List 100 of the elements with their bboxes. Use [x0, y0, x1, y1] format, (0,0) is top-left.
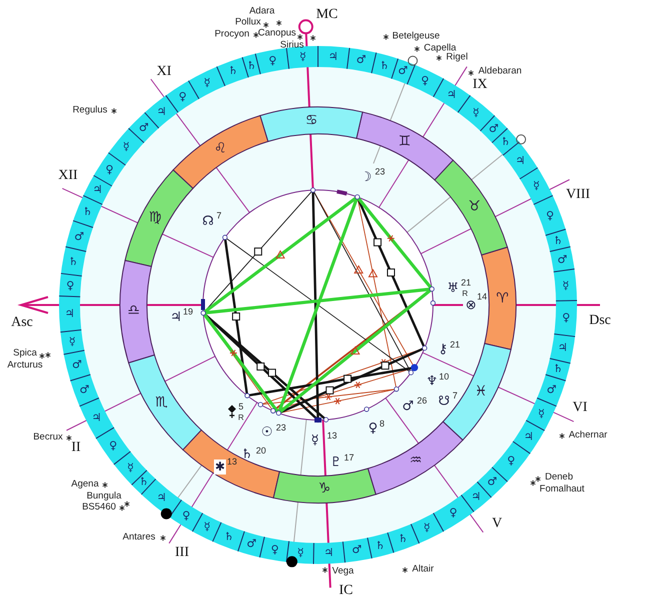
zodiac-sign-band [119, 259, 156, 364]
degree-number: 21 [450, 340, 460, 350]
retrograde-mark: R [462, 290, 468, 298]
term-ruler-symbol: ♄ [82, 205, 93, 219]
zodiac-sign-band [124, 168, 194, 268]
term-ruler-symbol: ♀ [178, 90, 187, 104]
planet-symbol: ♄ [241, 446, 253, 464]
term-ruler-symbol: ♂ [138, 120, 149, 135]
degree-number: 7 [452, 392, 458, 400]
degree-number: 23 [375, 168, 385, 176]
degree-number: 20 [256, 446, 266, 456]
planet-symbol: ☉ [261, 424, 273, 442]
planet-symbol: ♇ [330, 454, 342, 472]
zodiac-sign-band [366, 420, 464, 496]
planet-symbol: ♃ [170, 310, 182, 326]
term-ruler-symbol: ♄ [224, 530, 234, 544]
star-name: Pollux [235, 17, 261, 27]
degree-number: 10 [439, 372, 449, 382]
term-ruler-symbol: ♀ [507, 454, 516, 468]
term-ruler-symbol: ♄ [553, 234, 563, 248]
term-ruler-symbol: ♀ [562, 311, 570, 325]
star-name: Rigel [446, 52, 468, 62]
term-ruler-symbol: ♃ [156, 105, 167, 119]
star-name: Fomalhaut [540, 484, 584, 494]
term-ruler-symbol: ♂ [398, 64, 408, 78]
term-ruler-symbol: ♄ [500, 135, 510, 149]
sign-symbol: ♎ [127, 302, 140, 320]
term-ruler-symbol: ♄ [398, 532, 408, 546]
term-ruler-symbol: ♂ [80, 383, 90, 397]
degree-number: 7 [216, 212, 222, 220]
house-number: XII [58, 169, 78, 183]
term-ruler-symbol: ♄ [68, 254, 78, 269]
degree-number: 26 [417, 396, 427, 406]
angle-label: MC [316, 8, 338, 22]
sign-symbol: ♈ [496, 290, 509, 308]
term-ruler-symbol: ♃ [328, 50, 338, 64]
sign-symbol: ♋ [305, 112, 318, 130]
star-name: Altair [412, 564, 434, 574]
term-ruler-symbol: ☿ [122, 140, 130, 154]
term-ruler-symbol: ♄ [375, 538, 386, 552]
star-name: Capella [424, 43, 456, 53]
degree-number: 13 [227, 458, 237, 466]
term-ruler-symbol: ♂ [74, 230, 84, 244]
term-ruler-symbol: ♃ [446, 88, 456, 102]
term-ruler-symbol: ♀ [449, 506, 458, 520]
term-ruler-symbol: ♃ [524, 430, 534, 444]
star-name: Agena [71, 479, 99, 489]
term-ruler-symbol: ♂ [356, 53, 366, 68]
term-ruler-symbol: ♃ [471, 490, 481, 504]
term-ruler-symbol: ♃ [324, 546, 334, 560]
degree-number: 14 [477, 292, 487, 302]
zodiac-sign-band [355, 111, 455, 181]
degree-number: 23 [276, 424, 286, 432]
angle-label: Asc [11, 316, 33, 330]
star-name: Sirius [280, 40, 304, 50]
planet-symbol: ✱ [214, 460, 226, 474]
term-ruler-symbol: ☿ [533, 180, 540, 194]
term-ruler-symbol: ♀ [106, 162, 114, 177]
sign-symbol: ♑ [318, 480, 331, 498]
star-name: Achernar [568, 430, 608, 440]
term-ruler-symbol: ☿ [297, 546, 304, 560]
house-number: III [175, 546, 189, 560]
degree-number: 13 [327, 432, 337, 440]
term-ruler-symbol: ☿ [424, 521, 430, 536]
house-number: II [71, 441, 81, 455]
zodiac-sign-band [272, 467, 377, 504]
sign-symbol: ♒ [409, 452, 422, 470]
house-number: XI [156, 65, 172, 79]
star-name: Canopus [258, 28, 296, 38]
planet-symbol: ♅ [447, 280, 459, 298]
star-name: Aldebaran [478, 66, 522, 76]
sign-symbol: ♌ [214, 140, 226, 158]
planet-symbol: ⚷ [438, 342, 448, 358]
term-ruler-symbol: ♃ [515, 154, 526, 168]
degree-number: 17 [344, 454, 354, 462]
term-ruler-symbol: ☿ [538, 407, 545, 421]
term-ruler-symbol: ♂ [557, 252, 568, 267]
planet-symbol: ♂ [402, 398, 414, 416]
planet-symbol: ⊗ [466, 298, 476, 314]
term-ruler-symbol: ♀ [182, 508, 190, 523]
term-ruler-symbol: ☿ [204, 520, 210, 534]
retrograde-mark: R [238, 414, 244, 422]
term-ruler-symbol: ♄ [138, 475, 149, 490]
house-number: IX [472, 78, 488, 92]
house-number: VIII [566, 188, 590, 202]
star-name: BS5460 [82, 502, 116, 512]
planet-symbol: ☿ [311, 432, 319, 450]
term-ruler-symbol: ♂ [488, 122, 499, 136]
star-name: Deneb [545, 472, 573, 482]
term-ruler-symbol: ♄ [228, 64, 238, 78]
house-number: VI [572, 401, 588, 415]
planet-symbol: ☋ [438, 394, 450, 410]
zodiac-sign-band [433, 159, 509, 257]
term-ruler-symbol: ♀ [546, 209, 554, 223]
term-ruler-symbol: ♃ [92, 183, 102, 198]
zodiac-sign-band [259, 106, 364, 143]
term-ruler-symbol: ☿ [299, 50, 306, 64]
term-ruler-symbol: ♀ [66, 278, 74, 292]
term-ruler-symbol: ♃ [156, 491, 167, 505]
sign-symbol: ♓ [474, 382, 488, 400]
